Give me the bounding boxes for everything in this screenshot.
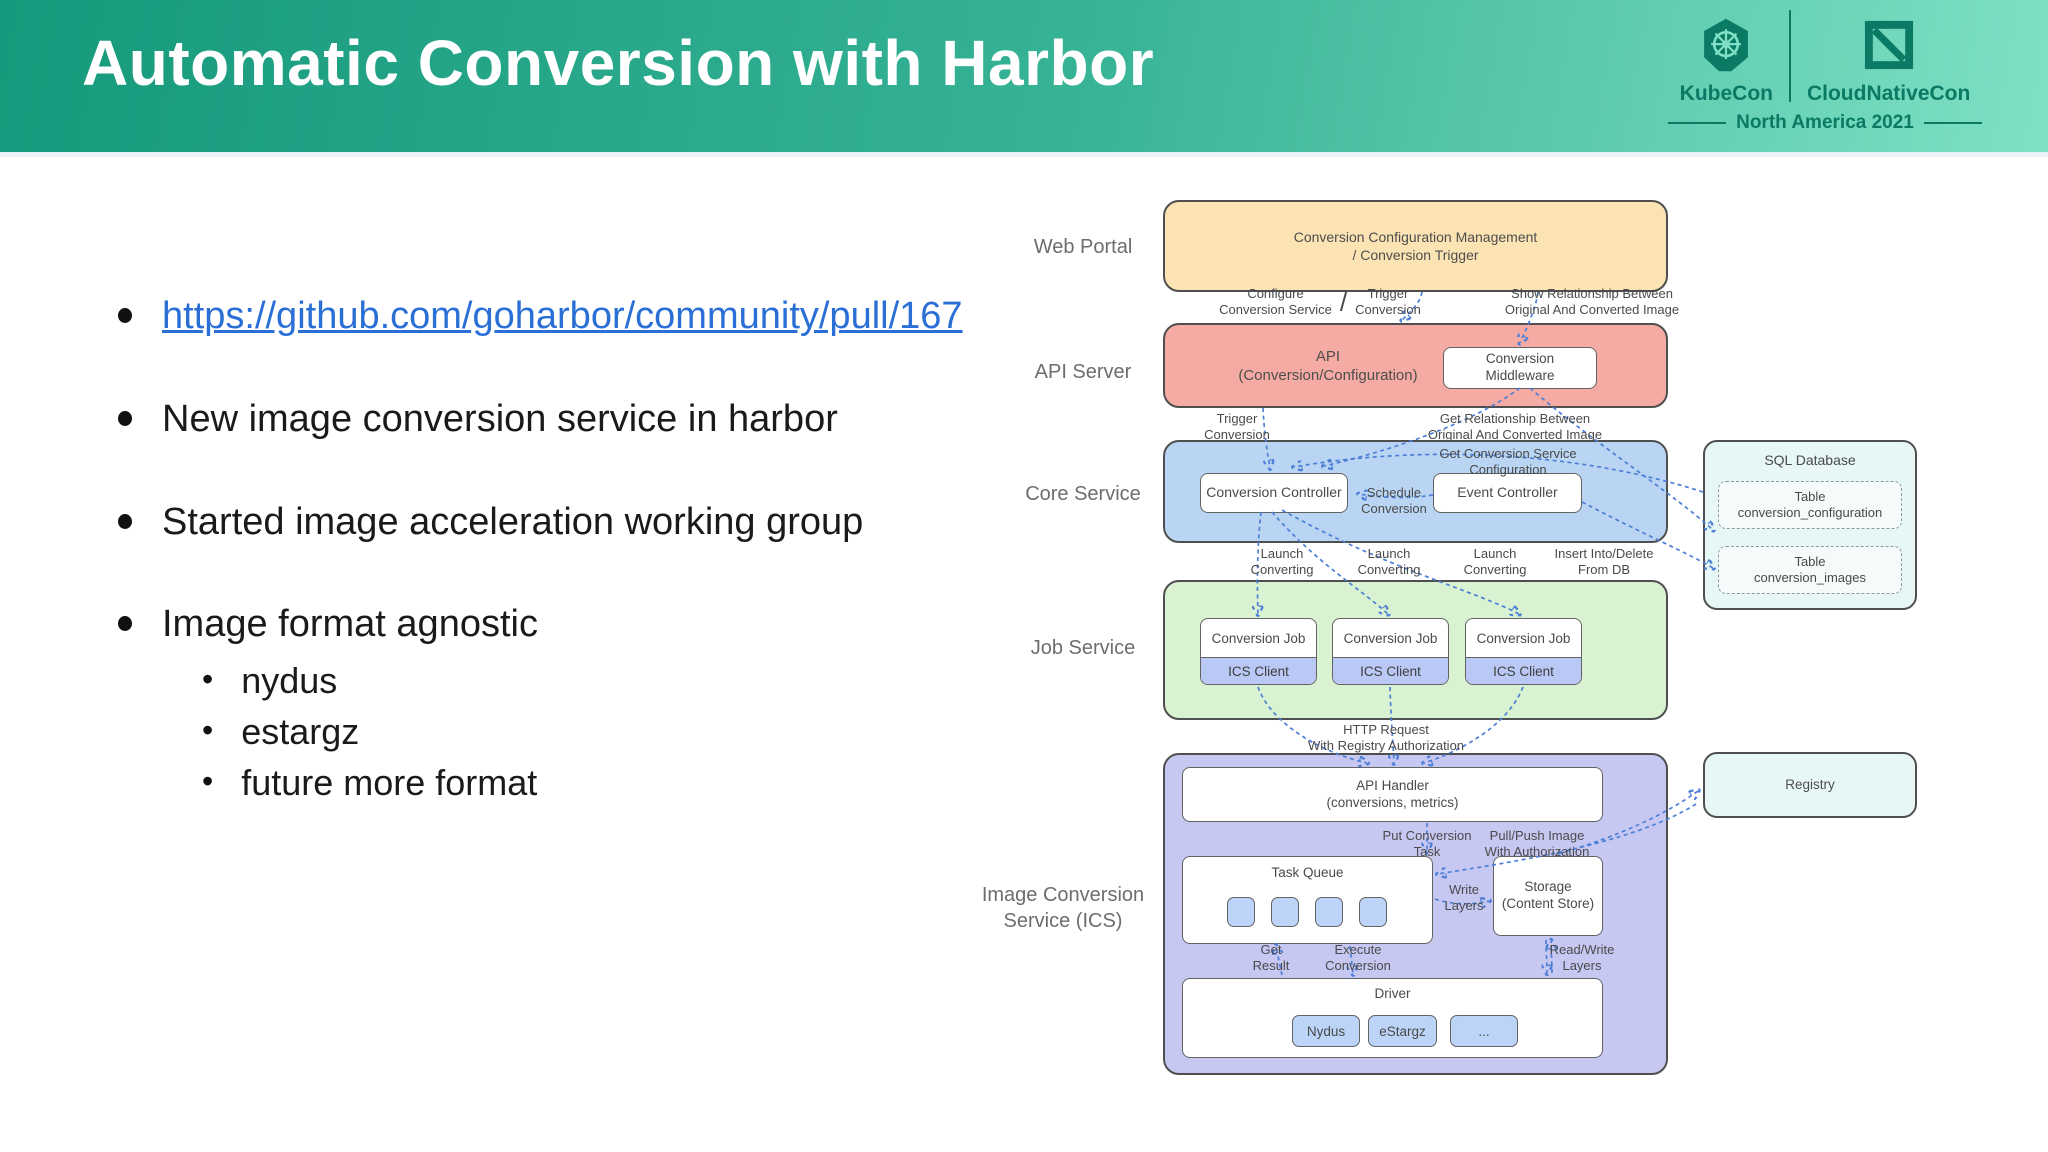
cloudnativecon-brand: CloudNativeCon xyxy=(1807,17,1970,106)
pull-push-image-label: Pull/Push Image With Authorization xyxy=(1484,828,1590,860)
sub-bullet-icon: • xyxy=(202,763,214,799)
layer-label-api-server: API Server xyxy=(1034,361,1132,383)
conversion-job-card-3: Conversion Job ICS Client xyxy=(1465,618,1582,685)
bullet-text: Started image acceleration working group xyxy=(162,501,864,543)
trigger-conversion-mid-label: Trigger Conversion xyxy=(1204,411,1270,443)
ics-client-label: ICS Client xyxy=(1466,657,1581,684)
task-queue-node: Task Queue xyxy=(1182,856,1433,944)
driver-title: Driver xyxy=(1374,986,1411,1001)
sub-bullet-icon: • xyxy=(202,712,214,748)
conversion-controller-node: Conversion Controller xyxy=(1200,473,1348,513)
bullet-icon xyxy=(118,411,132,426)
architecture-diagram: Web Portal API Server Core Service Job S… xyxy=(930,190,1940,1095)
ics-client-label: ICS Client xyxy=(1333,657,1448,684)
conversion-job-label: Conversion Job xyxy=(1343,630,1438,646)
http-request-label: HTTP Request With Registry Authorization xyxy=(1307,722,1465,754)
bullet-icon xyxy=(118,514,132,529)
launch-converting-label-3: Launch Converting xyxy=(1463,546,1527,578)
sub-bullet-1: • nydus xyxy=(202,660,337,701)
execute-conversion-label: Execute Conversion xyxy=(1325,942,1391,974)
table-conversion-images-node: Table conversion_images xyxy=(1718,546,1902,594)
table-conversion-configuration-node: Table conversion_configuration xyxy=(1718,481,1902,529)
ics-client-label: ICS Client xyxy=(1201,657,1316,684)
launch-converting-label-2: Launch Converting xyxy=(1357,546,1421,578)
api-handler-node: API Handler (conversions, metrics) xyxy=(1182,767,1603,822)
layer-label-job-service: Job Service xyxy=(1030,637,1136,659)
task-queue-item xyxy=(1227,897,1255,927)
api-box-label: API (Conversion/Configuration) xyxy=(1238,347,1418,385)
trigger-conversion-label: Trigger Conversion xyxy=(1355,286,1421,318)
page-title: Automatic Conversion with Harbor xyxy=(82,27,1155,99)
bullet-icon xyxy=(118,616,132,631)
event-branding: KubeCon CloudNativeCon North America 202… xyxy=(1660,10,1990,134)
task-queue-item xyxy=(1315,897,1343,927)
get-relationship-label: Get Relationship Between Original And Co… xyxy=(1427,411,1603,443)
schedule-conversion-label: Schedule Conversion xyxy=(1361,485,1427,517)
web-portal-box-label: Conversion Configuration Management / Co… xyxy=(1293,228,1538,263)
conversion-job-card-2: Conversion Job ICS Client xyxy=(1332,618,1449,685)
conversion-job-label: Conversion Job xyxy=(1476,630,1571,646)
registry-label: Registry xyxy=(1785,777,1835,793)
registry-box xyxy=(1703,752,1917,818)
event-controller-node: Event Controller xyxy=(1433,473,1582,513)
bullet-item-2: New image conversion service in harbor xyxy=(118,398,838,442)
brand-row: KubeCon CloudNativeCon xyxy=(1660,10,1990,106)
driver-nydus-chip: Nydus xyxy=(1292,1015,1360,1047)
layer-label-ics: Image Conversion Service (ICS) xyxy=(981,884,1145,932)
kubecon-brand: KubeCon xyxy=(1680,17,1773,106)
show-relationship-label: Show Relationship Between Original And C… xyxy=(1504,286,1680,318)
event-subtitle: North America 2021 xyxy=(1736,112,1914,133)
conversion-middleware-node: Conversion Middleware xyxy=(1443,347,1597,389)
bullet-text: New image conversion service in harbor xyxy=(162,398,838,440)
bullet-item-3: Started image acceleration working group xyxy=(118,501,863,545)
cloudnativecon-label: CloudNativeCon xyxy=(1806,82,1971,105)
launch-converting-label-1: Launch Converting xyxy=(1250,546,1314,578)
cloudnativecon-logo-icon xyxy=(1861,17,1917,78)
write-layers-label: Write Layers xyxy=(1444,882,1484,914)
get-conversion-config-label: Get Conversion Service Configuration xyxy=(1439,446,1577,478)
slide-header: Automatic Conversion with Harbor xyxy=(0,0,2048,157)
task-queue-item xyxy=(1271,897,1299,927)
sql-database-title: SQL Database xyxy=(1764,452,1856,468)
conversion-job-card-1: Conversion Job ICS Client xyxy=(1200,618,1317,685)
driver-estargz-chip: eStargz xyxy=(1368,1015,1437,1047)
get-result-label: Get Result xyxy=(1252,942,1290,974)
kubecon-label: KubeCon xyxy=(1679,82,1773,105)
sub-bullet-2: • estargz xyxy=(202,711,359,752)
configure-trigger-labels: Configure Conversion Service / Trigger C… xyxy=(1219,286,1421,319)
dash-left xyxy=(1668,122,1727,124)
insert-delete-db-label: Insert Into/Delete From DB xyxy=(1554,546,1654,578)
event-subtitle-row: North America 2021 xyxy=(1660,112,1990,134)
bullet-text: Image format agnostic xyxy=(162,603,538,645)
layer-label-web-portal: Web Portal xyxy=(1033,236,1133,258)
layer-label-core-service: Core Service xyxy=(1025,483,1141,505)
driver-more-chip: ... xyxy=(1450,1015,1518,1047)
sub-bullet-3: • future more format xyxy=(202,762,537,803)
task-queue-item xyxy=(1359,897,1387,927)
storage-node: Storage (Content Store) xyxy=(1493,856,1603,936)
dash-right xyxy=(1923,122,1982,124)
bullet-item-4: Image format agnostic xyxy=(118,603,538,647)
bullet-item-link: https://github.com/goharbor/community/pu… xyxy=(118,295,963,339)
slash-separator: / xyxy=(1339,286,1348,317)
brand-divider xyxy=(1788,10,1791,102)
read-write-layers-label: Read/Write Layers xyxy=(1549,942,1615,974)
kubecon-logo-icon xyxy=(1698,17,1754,78)
web-portal-band xyxy=(1163,200,1668,292)
task-queue-title: Task Queue xyxy=(1271,865,1344,880)
sub-bullet-text: estargz xyxy=(241,711,360,752)
conversion-job-label: Conversion Job xyxy=(1211,630,1306,646)
sub-bullet-icon: • xyxy=(202,661,214,697)
put-conversion-task-label: Put Conversion Task xyxy=(1382,828,1472,860)
sub-bullet-text: nydus xyxy=(241,660,338,701)
bullet-icon xyxy=(118,308,132,323)
github-pull-link[interactable]: https://github.com/goharbor/community/pu… xyxy=(162,295,963,337)
configure-conversion-label: Configure Conversion Service xyxy=(1219,286,1332,318)
sub-bullet-text: future more format xyxy=(241,762,538,803)
